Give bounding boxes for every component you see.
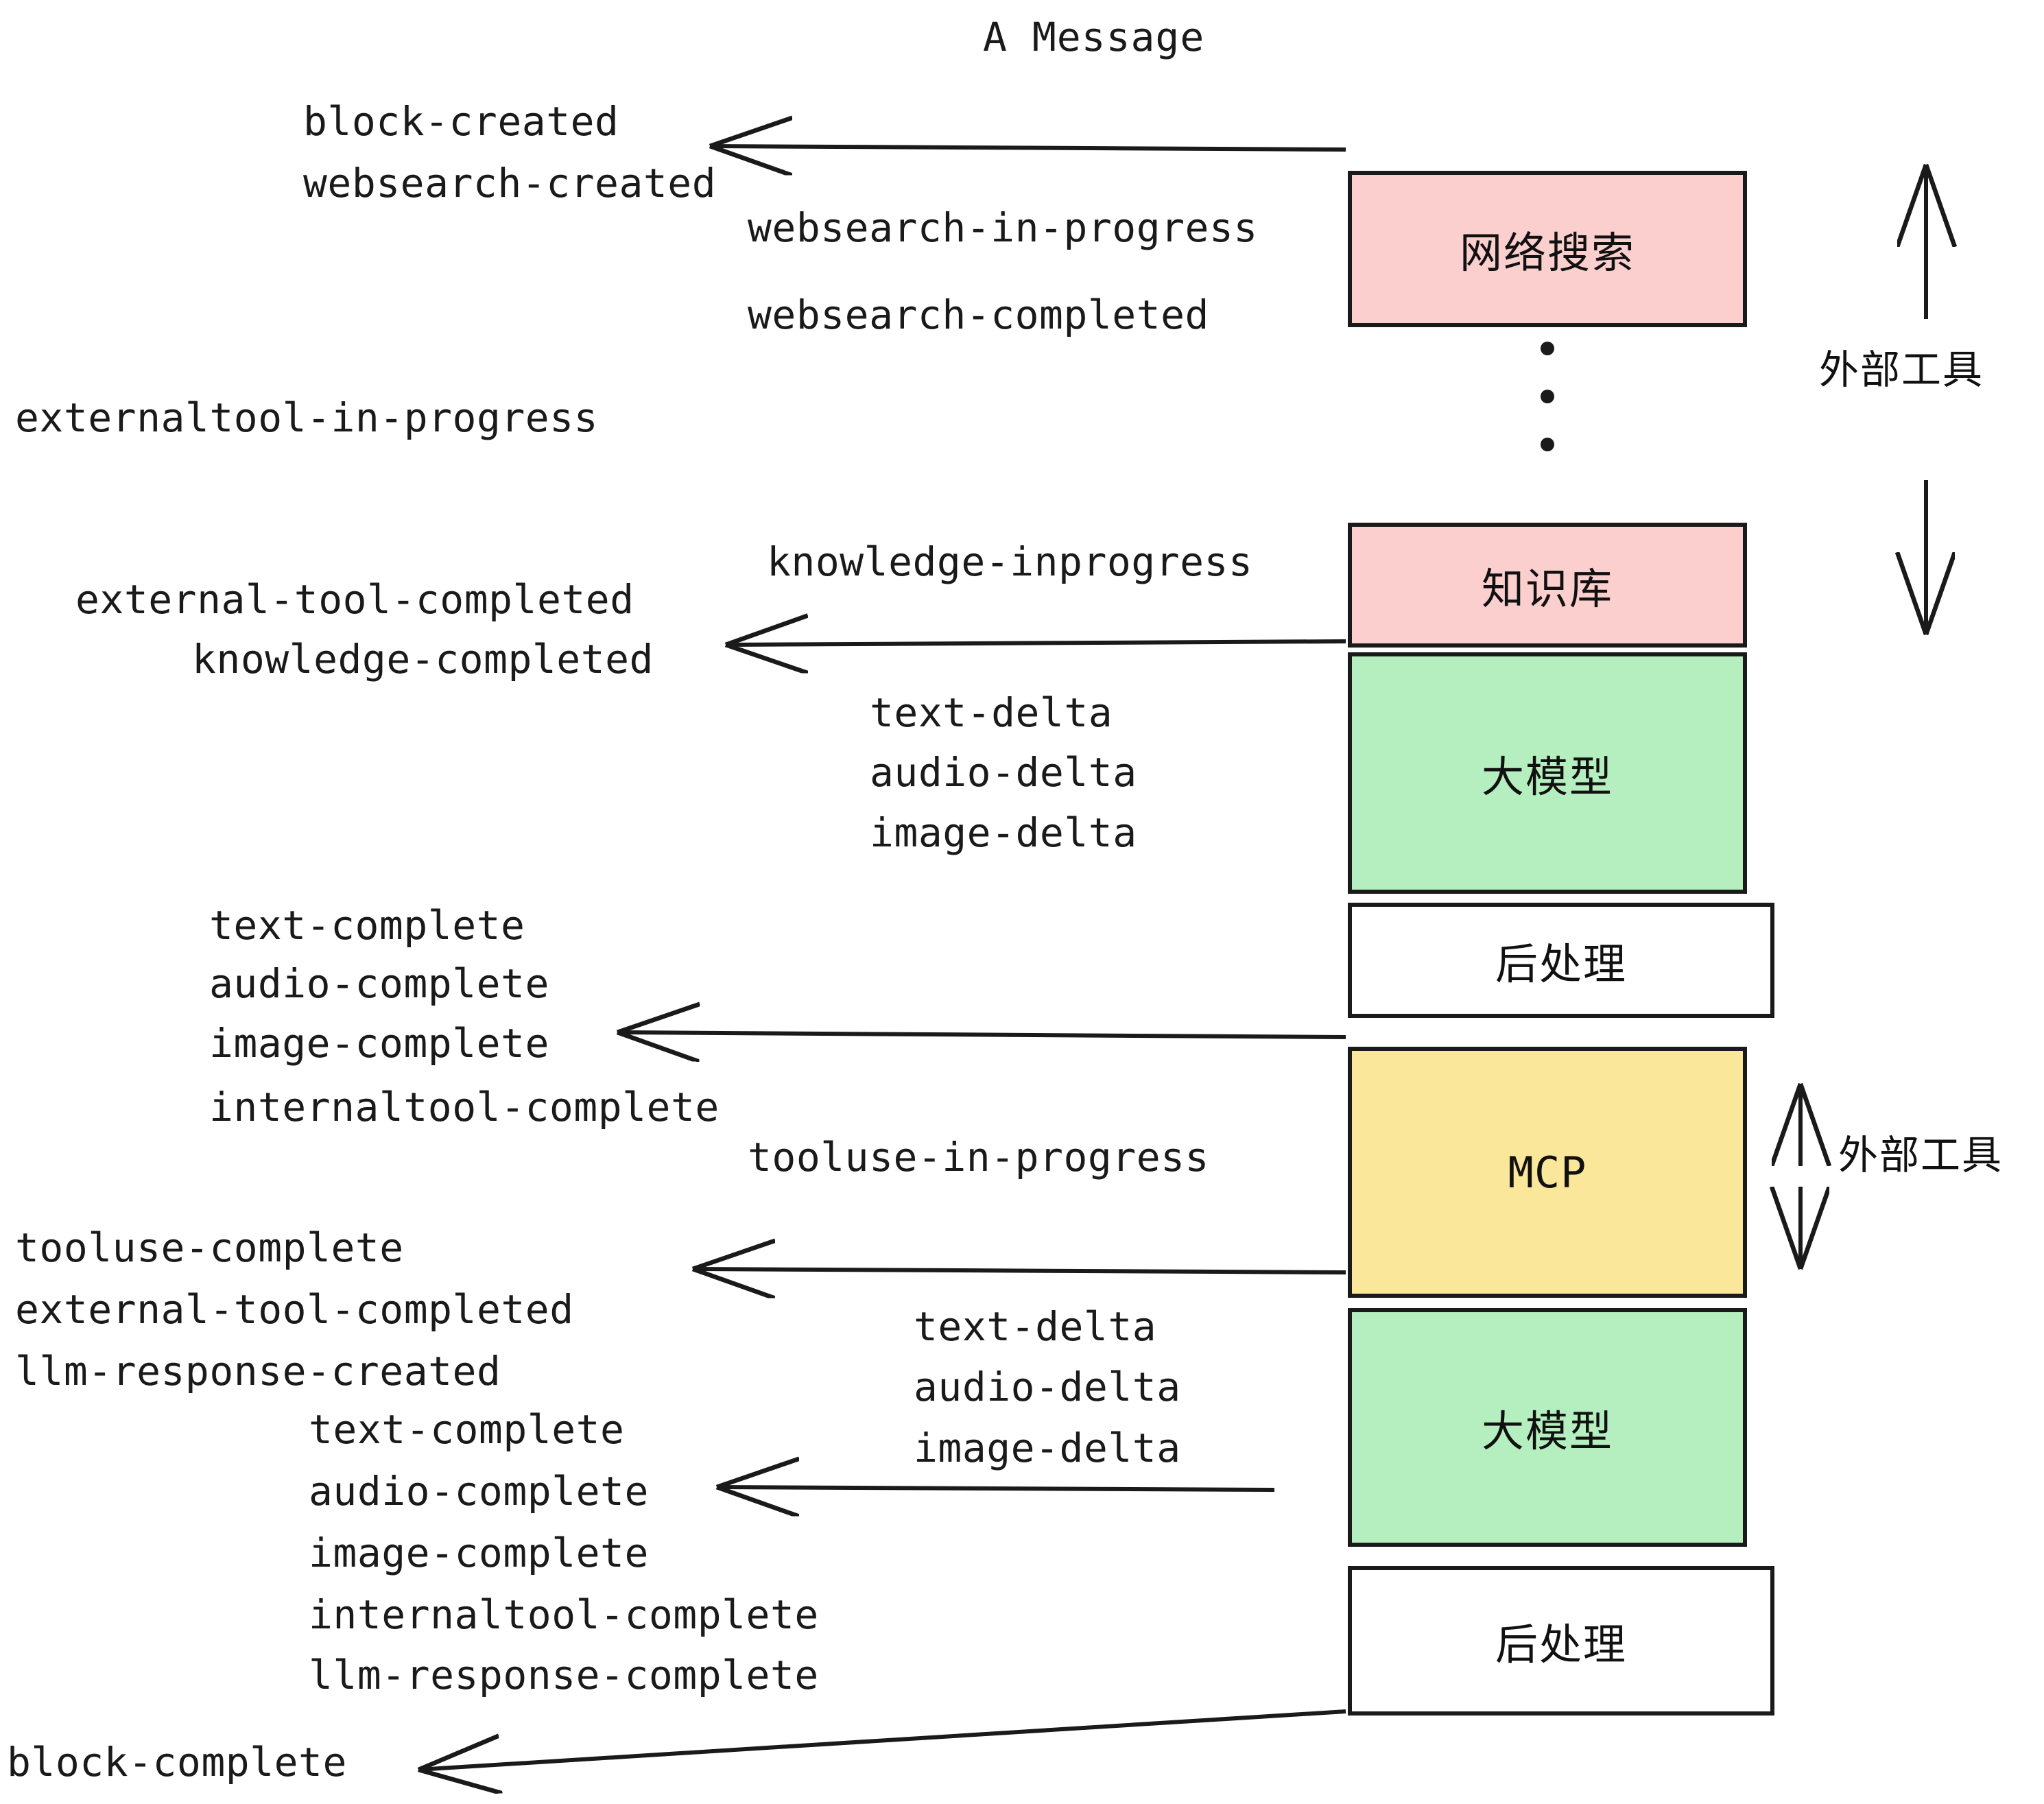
event-knowledge-inprogress: knowledge-inprogress — [767, 538, 1253, 585]
event-text-delta-1: text-delta — [870, 689, 1113, 736]
event-image-complete-2: image-complete — [309, 1530, 649, 1576]
event-image-delta-2: image-delta — [914, 1425, 1181, 1471]
event-audio-delta-1: audio-delta — [870, 749, 1137, 796]
arrow-llm2-to-audio-complete — [717, 1487, 1275, 1490]
node-postprocess-second-label: 后处理 — [1495, 1619, 1627, 1670]
event-knowledge-completed: knowledge-completed — [192, 636, 654, 683]
side-label-external-tool-top: 外部工具 — [1819, 346, 1984, 393]
event-tooluse-complete: tooluse-complete — [15, 1224, 404, 1271]
event-audio-complete-1: audio-complete — [209, 960, 549, 1007]
node-websearch-label: 网络搜索 — [1459, 228, 1635, 278]
event-image-delta-1: image-delta — [870, 809, 1137, 856]
event-external-tool-completed-1: external-tool-completed — [75, 576, 634, 623]
vertical-ellipsis-icon — [1540, 342, 1555, 451]
event-internaltool-complete-1: internaltool-complete — [209, 1084, 720, 1130]
arrow-postprocess2-to-block-complete — [418, 1709, 1346, 1770]
event-text-complete-1: text-complete — [209, 902, 525, 949]
event-websearch-in-progress: websearch-in-progress — [748, 204, 1258, 251]
event-websearch-completed: websearch-completed — [748, 292, 1209, 338]
node-llm-first[interactable]: 大模型 — [1348, 652, 1747, 894]
node-mcp[interactable]: MCP — [1348, 1047, 1747, 1298]
arrow-mcp-to-tooluse-complete — [693, 1269, 1346, 1272]
node-postprocess-second[interactable]: 后处理 — [1348, 1566, 1774, 1716]
event-block-complete: block-complete — [7, 1739, 347, 1785]
event-externaltool-in-progress: externaltool-in-progress — [15, 394, 599, 441]
event-text-delta-2: text-delta — [914, 1303, 1157, 1350]
event-audio-delta-2: audio-delta — [914, 1364, 1181, 1410]
event-llm-response-complete: llm-response-complete — [309, 1652, 819, 1698]
event-websearch-created: websearch-created — [303, 160, 717, 206]
event-image-complete-1: image-complete — [209, 1020, 549, 1067]
event-audio-complete-2: audio-complete — [309, 1468, 649, 1515]
page-title: A Message — [983, 14, 1205, 60]
event-text-complete-2: text-complete — [309, 1406, 625, 1453]
node-llm-second-label: 大模型 — [1481, 1406, 1613, 1456]
node-knowledge-base[interactable]: 知识库 — [1348, 523, 1747, 648]
event-llm-response-created: llm-response-created — [15, 1348, 501, 1394]
node-llm-first-label: 大模型 — [1481, 752, 1613, 802]
node-llm-second[interactable]: 大模型 — [1348, 1308, 1747, 1547]
event-block-created: block-created — [303, 98, 619, 145]
side-label-external-tool-bottom: 外部工具 — [1838, 1132, 2004, 1178]
node-postprocess-first-label: 后处理 — [1495, 939, 1627, 989]
arrow-websearch-to-block-created — [710, 146, 1346, 150]
event-tooluse-in-progress: tooluse-in-progress — [748, 1134, 1209, 1180]
node-mcp-label: MCP — [1508, 1147, 1587, 1198]
arrow-knowledge-to-knowledge-completed — [726, 641, 1346, 645]
arrow-postprocess1-to-image-complete — [617, 1032, 1346, 1037]
event-external-tool-completed-2: external-tool-completed — [15, 1286, 574, 1333]
node-postprocess-first[interactable]: 后处理 — [1348, 903, 1774, 1018]
node-knowledge-base-label: 知识库 — [1481, 564, 1613, 614]
node-websearch[interactable]: 网络搜索 — [1348, 171, 1747, 327]
event-internaltool-complete-2: internaltool-complete — [309, 1591, 819, 1638]
